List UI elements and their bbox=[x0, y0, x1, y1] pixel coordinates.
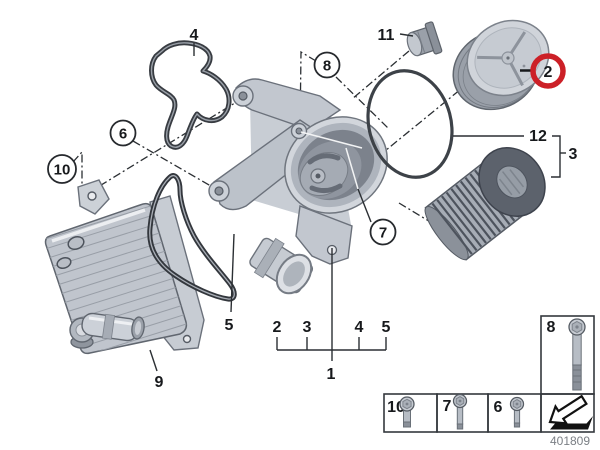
gasket4-highlight bbox=[150, 42, 230, 148]
bowl-hub-hole bbox=[315, 173, 321, 179]
leader-10 bbox=[72, 150, 83, 200]
bolt-10-icon bbox=[399, 396, 415, 428]
leader-8b bbox=[335, 76, 389, 129]
callout-7-label: 7 bbox=[379, 225, 387, 242]
plug-flange bbox=[424, 21, 443, 55]
part-5-profile-gasket bbox=[147, 173, 237, 302]
highlight-annotation: 2 bbox=[520, 53, 566, 89]
leader-7-inner bbox=[345, 147, 359, 190]
bowl-slot-1 bbox=[307, 153, 341, 165]
bracket-item-5: 5 bbox=[382, 319, 391, 336]
filter-end-cap bbox=[424, 206, 469, 261]
callout-8-circle bbox=[313, 51, 341, 79]
cooler-port-hole-2 bbox=[56, 256, 72, 270]
table-label-6: 6 bbox=[494, 399, 503, 416]
diagram-number: 401809 bbox=[550, 434, 590, 448]
flange-hole-2 bbox=[182, 334, 192, 344]
part-2-filter-cap bbox=[452, 19, 550, 111]
cap-dot-2 bbox=[522, 64, 526, 68]
callout-8-label: 8 bbox=[323, 58, 331, 75]
callout-10-circle bbox=[47, 154, 77, 184]
part-12-o-ring bbox=[366, 69, 454, 179]
cap-hub-dot bbox=[506, 56, 510, 60]
axis-line-plug bbox=[351, 50, 410, 100]
plug-band bbox=[417, 31, 426, 53]
bracket-3 bbox=[551, 135, 561, 178]
callout-6-circle bbox=[109, 119, 137, 147]
pointer-into-bowl bbox=[300, 131, 363, 149]
cooler-pipe bbox=[81, 312, 139, 342]
fastener-table: 8 10 7 6 bbox=[383, 315, 595, 433]
bolt-6-icon bbox=[509, 396, 525, 428]
highlight-circle bbox=[530, 53, 566, 89]
callout-5-label: 5 bbox=[225, 317, 234, 334]
part-11-plug bbox=[406, 21, 443, 57]
leader-9 bbox=[149, 349, 158, 372]
cooler-fins bbox=[45, 203, 187, 354]
callouts: 4 11 8 6 10 7 12 3 2 5 9 bbox=[47, 27, 578, 391]
callout-7-circle bbox=[369, 218, 397, 246]
boss-upper-hole bbox=[238, 91, 248, 101]
tube-mouth-inner bbox=[283, 261, 305, 287]
bowl-slot-2 bbox=[309, 183, 343, 194]
callout-3-label: 3 bbox=[569, 146, 578, 163]
boss-mid-hole bbox=[295, 127, 303, 135]
callout-10-label: 10 bbox=[54, 162, 71, 179]
direction-arrow-icon bbox=[548, 394, 593, 430]
bracket-item-4: 4 bbox=[355, 319, 364, 336]
part-3-filter-element bbox=[424, 147, 546, 261]
gasket5-highlight bbox=[149, 175, 235, 300]
table-label-7: 7 bbox=[443, 398, 452, 415]
leader-5 bbox=[230, 233, 235, 313]
bolt-8-icon bbox=[568, 318, 586, 391]
gasket4-band bbox=[149, 40, 232, 150]
housing-bracket-bottom bbox=[295, 205, 353, 265]
callout-11-label: 11 bbox=[378, 27, 395, 44]
part-4-gasket bbox=[149, 40, 232, 150]
pipe-end-inner bbox=[134, 321, 142, 335]
leader-7-outer bbox=[357, 188, 372, 223]
callout-9-label: 9 bbox=[155, 374, 164, 391]
bracket-item-2: 2 bbox=[273, 319, 282, 336]
table-label-8: 8 bbox=[547, 319, 556, 336]
highlight-label: 2 bbox=[544, 64, 553, 81]
filter-hole-streaks bbox=[498, 169, 525, 196]
cooler-port-hole bbox=[67, 235, 85, 251]
bracket-group: 2 3 4 5 1 bbox=[273, 248, 391, 383]
leader-11 bbox=[399, 33, 414, 37]
table-cell-arrow bbox=[540, 393, 595, 433]
boss-lower-hole bbox=[214, 186, 224, 196]
callout-6-label: 6 bbox=[119, 126, 127, 143]
bracket-parent-1: 1 bbox=[327, 366, 336, 383]
flange-hole bbox=[87, 191, 97, 201]
callout-12-label: 12 bbox=[529, 128, 547, 145]
bracket-item-3: 3 bbox=[303, 319, 312, 336]
bolt-7-icon bbox=[452, 393, 468, 430]
callout-4-label: 4 bbox=[190, 27, 199, 44]
part-7-filter-housing-body bbox=[208, 78, 388, 295]
